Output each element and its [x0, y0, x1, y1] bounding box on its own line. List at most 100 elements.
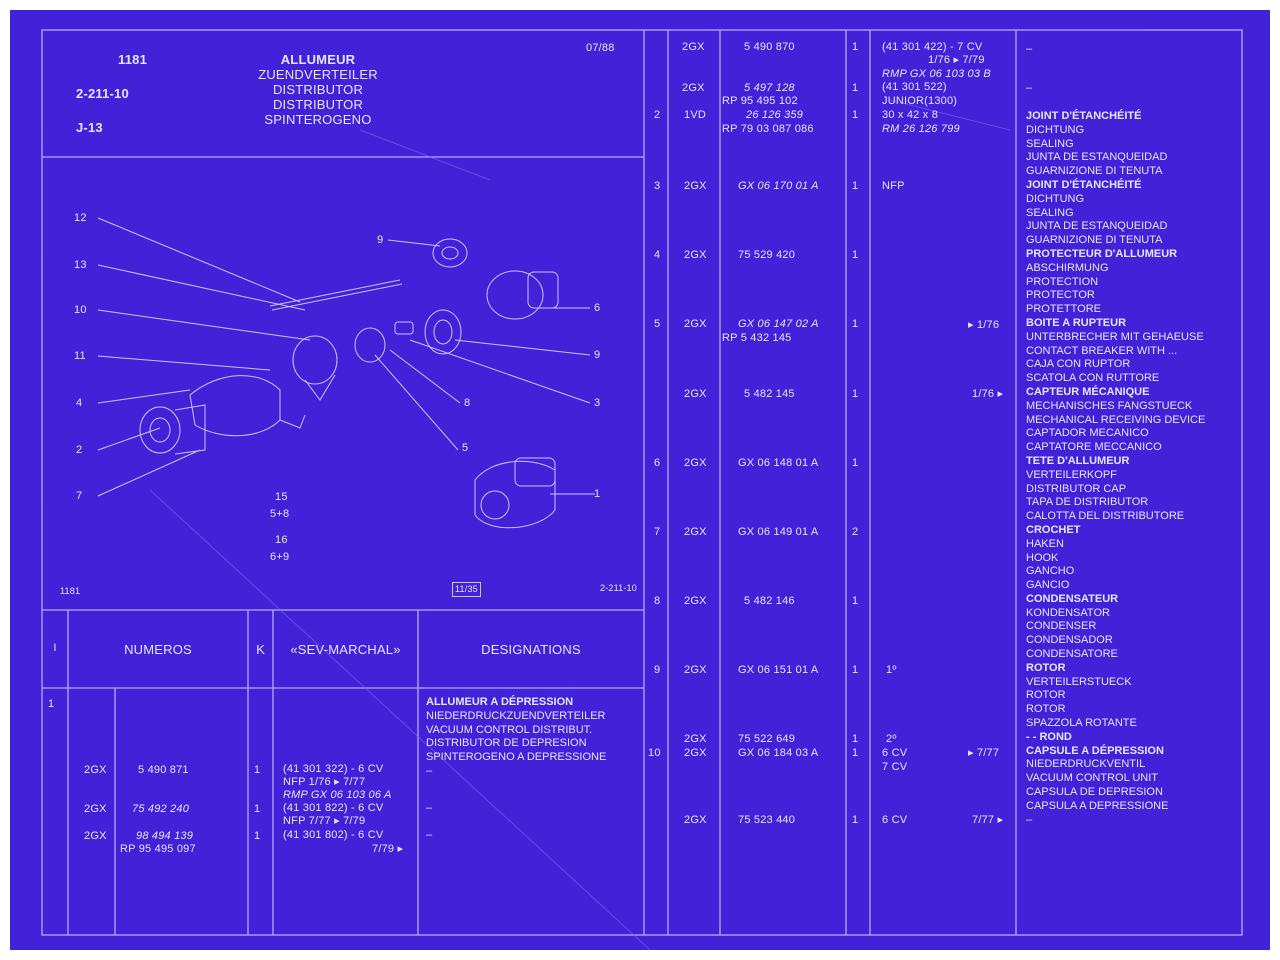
designation-line: NIEDERDRUCKZUENDVERTEILER	[426, 709, 606, 722]
cell-number: GX 06 170 01 A	[738, 180, 819, 192]
catalog-date: 07/88	[586, 42, 615, 54]
designation-line: GUARNIZIONE DI TENUTA	[1026, 234, 1163, 247]
designation-line: NIEDERDRUCKVENTIL	[1026, 758, 1146, 771]
cell-k: 2	[852, 526, 859, 538]
designation-line: ROTOR	[1026, 703, 1066, 716]
cell-k: 1	[852, 109, 859, 121]
designation-line: DISTRIBUTOR CAP	[1026, 482, 1127, 495]
cell-k: 1	[852, 180, 859, 192]
exploded-view-illustration	[97, 217, 595, 529]
row-index: 2	[654, 109, 661, 121]
cell-sev: JUNIOR(1300)	[882, 95, 958, 107]
cell-number: 75 523 440	[738, 814, 796, 826]
cell-k: 1	[254, 803, 261, 815]
designation-line: VERTEILERKOPF	[1026, 468, 1117, 481]
cell-sev: 6 CV	[882, 814, 908, 826]
callout-label: 13	[74, 259, 87, 271]
designation-line: CONDENSER	[1026, 620, 1097, 633]
cell-number: 75 522 649	[738, 733, 796, 745]
cell-sev: (41 301 802) - 6 CV	[283, 829, 384, 841]
row-index: 8	[654, 595, 661, 607]
cell-sev: (41 301 322) - 6 CV	[283, 763, 384, 775]
cell-k: 1	[852, 747, 859, 759]
cell-number: 26 126 359	[746, 109, 804, 121]
callout-label: 6	[594, 302, 601, 314]
catalog-ref: 2-211-10	[76, 86, 129, 101]
cell-number: 5 490 871	[138, 764, 189, 776]
cell-code: 2GX	[684, 747, 707, 759]
cell-sev: RMP GX 06 103 06 A	[283, 789, 392, 801]
group-label: 6+9	[270, 551, 290, 563]
designation-line: DICHTUNG	[1026, 123, 1085, 136]
diagram-footer-center: 11/35	[452, 582, 481, 597]
cell-code: 2GX	[684, 595, 707, 607]
designation-line: SEALING	[1026, 137, 1074, 150]
designation-heading: CROCHET	[1026, 523, 1081, 536]
designation-heading: CAPSULE A DÉPRESSION	[1026, 744, 1164, 757]
cell-sev: NFP 1/76 ▸ 7/77	[283, 776, 366, 788]
callout-label: 2	[76, 444, 83, 456]
cell-code: 1VD	[684, 109, 706, 121]
cell-k: 1	[852, 318, 859, 330]
cell-code: 2GX	[684, 180, 707, 192]
designation-line: CONTACT BREAKER WITH ...	[1026, 344, 1178, 357]
cell-code: 2GX	[684, 249, 707, 261]
callout-label: 9	[594, 349, 601, 361]
cell-code: 2GX	[684, 664, 707, 676]
designation-heading: PROTECTEUR D'ALLUMEUR	[1026, 247, 1178, 260]
designation-line: MECHANISCHES FANGSTUECK	[1026, 399, 1193, 412]
callout-label: 1	[594, 488, 601, 500]
cell-number: 98 494 139	[136, 830, 194, 842]
designation-line: CAPSULA DE DEPRESION	[1026, 786, 1163, 799]
cell-code: 2GX	[684, 814, 707, 826]
cell-designation: –	[1026, 43, 1033, 55]
cell-number: GX 06 147 02 A	[738, 318, 819, 330]
cell-number: GX 06 151 01 A	[738, 664, 819, 676]
cell-sev: 7 CV	[882, 761, 908, 773]
title-es: DISTRIBUTOR	[272, 97, 364, 112]
designation-line: TAPA DE DISTRIBUTOR	[1026, 496, 1149, 509]
cell-k: 1	[852, 664, 859, 676]
designation-line: CONDENSATORE	[1026, 648, 1118, 661]
title-de: ZUENDVERTEILER	[258, 67, 378, 82]
designation-line: ALLUMEUR A DÉPRESSION	[426, 696, 574, 708]
cell-code: 2GX	[84, 764, 107, 776]
designation-line: CAPTATORE MECCANICO	[1026, 441, 1162, 454]
designation-heading: BOITE A RUPTEUR	[1026, 316, 1127, 329]
designation-heading: - - ROND	[1026, 730, 1072, 743]
cell-number-alt: RP 95 495 097	[120, 843, 196, 855]
cell-sev: RMP GX 06 103 03 B	[882, 68, 991, 80]
cell-sev-date: ▸ 1/76	[968, 319, 1000, 331]
cell-sev: 1º	[886, 664, 897, 676]
catalog-grid: J-13	[76, 120, 103, 135]
callout-label: 10	[74, 304, 87, 316]
cell-designation: –	[426, 829, 433, 841]
designation-block: ALLUMEUR A DÉPRESSION NIEDERDRUCKZUENDVE…	[426, 696, 606, 779]
cell-number: 75 492 240	[132, 803, 190, 815]
designation-line: GANCHO	[1026, 565, 1075, 578]
table-rules	[41, 29, 1243, 950]
designation-heading: JOINT D'ÉTANCHÉITÉ	[1026, 110, 1142, 122]
cell-code: 2GX	[684, 457, 707, 469]
callout-label: 9	[377, 234, 384, 246]
cell-code: 2GX	[684, 318, 707, 330]
cell-sev: (41 301 522)	[882, 81, 947, 93]
designation-line: SCATOLA CON RUTTORE	[1026, 372, 1160, 385]
designation-line: ROTOR	[1026, 689, 1066, 702]
row-index: 9	[654, 664, 661, 676]
row-index: 4	[654, 249, 661, 261]
cell-sev-date: 7/77 ▸	[972, 814, 1004, 826]
designation-line: HAKEN	[1026, 537, 1064, 550]
cell-designation: –	[426, 802, 433, 814]
row-index: 7	[654, 526, 661, 538]
cell-k: 1	[254, 764, 261, 776]
cell-k: 1	[852, 41, 859, 53]
designation-line: SPINTEROGENO A DEPRESSIONE	[426, 751, 607, 764]
designation-heading: TETE D'ALLUMEUR	[1026, 454, 1130, 467]
cell-sev: 30 x 42 x 8	[882, 109, 939, 121]
designation-line: CAPTADOR MECANICO	[1026, 427, 1149, 440]
callout-label: 12	[74, 212, 87, 224]
cell-k: 1	[852, 388, 859, 400]
callout-label: 5	[462, 442, 469, 454]
